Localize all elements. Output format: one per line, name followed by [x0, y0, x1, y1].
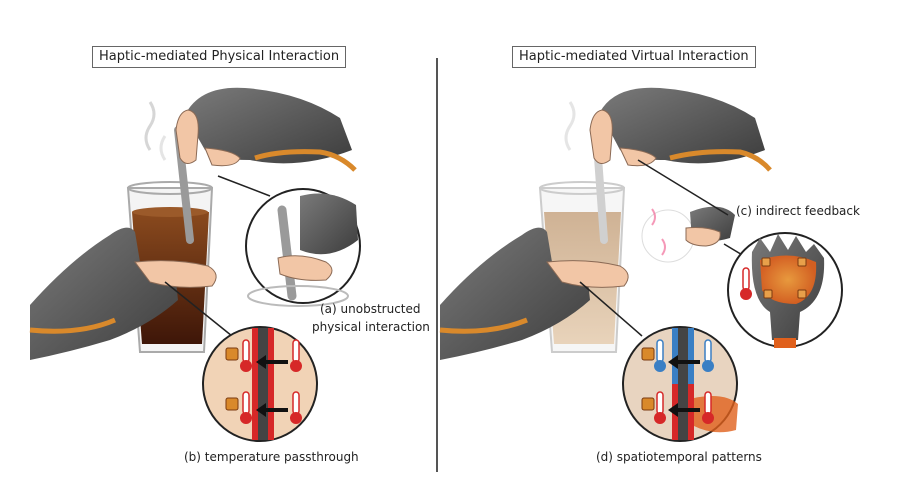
caption-a-line2: physical interaction [312, 320, 430, 334]
thermometer-icon [654, 391, 666, 424]
right-upper-glove-hand [589, 87, 772, 172]
thermometer-icon [240, 391, 252, 424]
zoom-circle-b [202, 326, 318, 442]
caption-d: (d) spatiotemporal patterns [596, 450, 762, 464]
caption-c: (c) indirect feedback [736, 204, 860, 218]
arrow-left-icon [668, 403, 678, 417]
arrow-left-icon [256, 355, 266, 369]
thermometer-icon [702, 391, 714, 424]
right-panel-title: Haptic-mediated Virtual Interaction [512, 46, 756, 68]
caption-a-line1: (a) unobstructed [320, 302, 421, 316]
left-panel-title: Haptic-mediated Physical Interaction [92, 46, 347, 68]
zoom-circle-d [622, 326, 738, 442]
right-lower-glove-hand [439, 227, 629, 360]
indirect-feedback-finger [641, 206, 735, 263]
thermometer-icon [290, 339, 302, 372]
thermometer-icon [240, 339, 252, 372]
left-upper-glove-hand [175, 87, 357, 172]
thermometer-icon [290, 391, 302, 424]
left-lower-glove-hand [29, 227, 217, 360]
zoom-circle-a [245, 188, 361, 307]
caption-b: (b) temperature passthrough [184, 450, 359, 464]
zoom-circle-glove-palm [727, 232, 843, 348]
arrow-left-icon [668, 355, 678, 369]
thermometer-icon [740, 267, 752, 300]
arrow-left-icon [256, 403, 266, 417]
cold-thermometer-icon [654, 339, 666, 372]
panel-divider [436, 58, 438, 472]
cold-thermometer-icon [702, 339, 714, 372]
